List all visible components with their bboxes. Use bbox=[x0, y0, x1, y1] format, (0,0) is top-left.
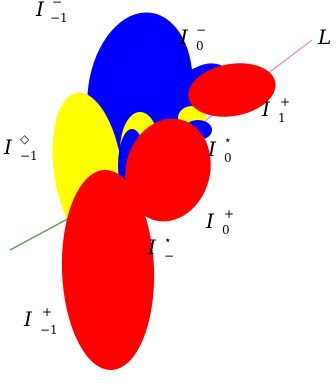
svg-text:−1: −1 bbox=[40, 323, 58, 337]
svg-text:I: I bbox=[35, 0, 45, 21]
svg-text:I: I bbox=[205, 209, 215, 233]
svg-text:I: I bbox=[261, 97, 271, 121]
label-red-right-top: I + 1 bbox=[261, 95, 290, 125]
svg-text:1: 1 bbox=[278, 111, 286, 125]
svg-text:−: − bbox=[196, 23, 206, 37]
svg-text:0: 0 bbox=[224, 151, 232, 165]
axis-line-lower bbox=[9, 214, 76, 251]
label-yellow-left: I ◇ −1 bbox=[3, 132, 38, 163]
svg-text:I: I bbox=[179, 25, 189, 49]
svg-text:−: − bbox=[52, 0, 62, 9]
red-lobe-top-right bbox=[188, 63, 276, 117]
label-axis-l: L bbox=[317, 25, 331, 49]
label-star-lower: I ⋆ − bbox=[147, 233, 174, 263]
red-lobe-bottom bbox=[61, 170, 155, 370]
svg-text:0: 0 bbox=[222, 223, 230, 237]
svg-text:+: + bbox=[42, 305, 52, 319]
svg-text:−1: −1 bbox=[20, 149, 38, 163]
label-red-middle: I + 0 bbox=[205, 207, 234, 237]
red-lobe-middle bbox=[125, 118, 211, 222]
label-blue-small: I − 0 bbox=[179, 23, 206, 53]
svg-text:I: I bbox=[23, 307, 33, 331]
svg-text:◇: ◇ bbox=[20, 132, 30, 146]
svg-text:⋆: ⋆ bbox=[224, 133, 232, 147]
label-star-upper: I ⋆ 0 bbox=[207, 133, 232, 165]
svg-text:⋆: ⋆ bbox=[164, 233, 172, 247]
svg-text:I: I bbox=[207, 137, 217, 161]
svg-text:I: I bbox=[147, 235, 157, 259]
svg-text:−1: −1 bbox=[50, 11, 68, 25]
svg-text:+: + bbox=[224, 207, 234, 221]
svg-text:I: I bbox=[3, 135, 13, 159]
svg-text:−: − bbox=[164, 249, 174, 263]
label-top-blue: I − −1 bbox=[35, 0, 68, 25]
svg-text:0: 0 bbox=[196, 39, 204, 53]
label-red-bottom: I + −1 bbox=[23, 305, 58, 337]
svg-text:+: + bbox=[280, 95, 290, 109]
